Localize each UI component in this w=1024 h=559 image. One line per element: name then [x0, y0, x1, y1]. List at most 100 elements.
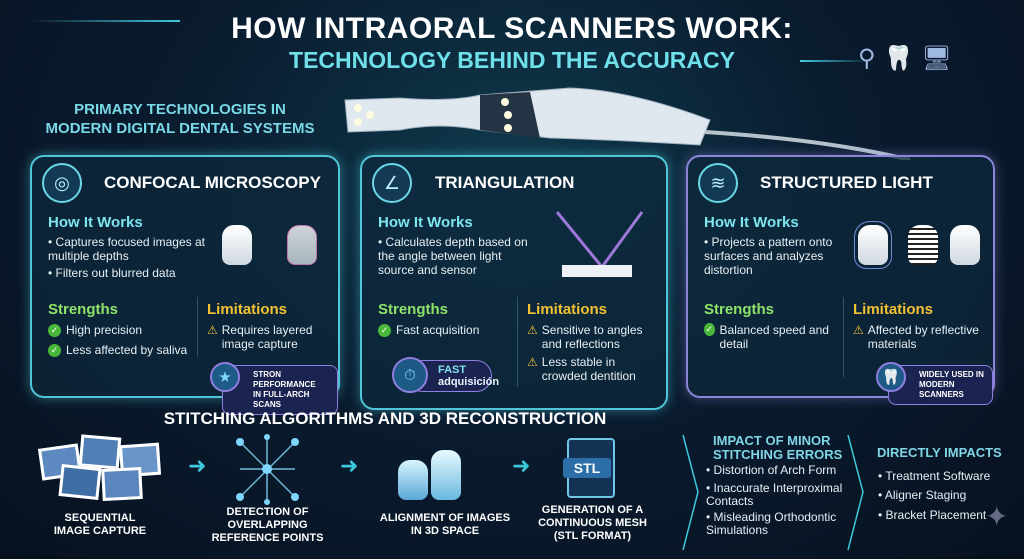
direct-impact-item: Treatment Software — [878, 470, 990, 483]
badge-text: MODERN SCANNERS — [919, 380, 964, 399]
strength-item: ✓ Balanced speed and detail — [704, 323, 834, 351]
how-it-works-heading: How It Works — [704, 214, 799, 231]
check-icon: ✓ — [48, 324, 61, 338]
angle-icon: ∠ — [372, 163, 412, 203]
striped-tooth-illustration — [908, 225, 938, 265]
card-triangulation: ∠ TRIANGULATION How It Works Calculates … — [360, 155, 668, 410]
card-structured-light: ≋ STRUCTURED LIGHT How It Works Projects… — [686, 155, 995, 405]
impact-title: STITCHING ERRORS — [713, 447, 843, 462]
limitation-text: Less stable in crowded dentition — [541, 355, 636, 383]
camera-focus-icon: ◎ — [42, 163, 82, 203]
photo-stack-icon — [37, 434, 165, 502]
how-item: Filters out blurred data — [48, 266, 208, 280]
divider — [517, 297, 518, 387]
arrow-icon: ➜ — [340, 453, 359, 478]
strength-item: ✓Fast acquisition — [378, 323, 479, 338]
badge-text: IN FULL-ARCH SCANS — [253, 390, 310, 409]
impact-item: Misleading Orthodontic Simulations — [706, 511, 856, 537]
dentist-monitor-icon: 🖥 — [921, 45, 952, 72]
caption-line: DETECTION OF — [226, 506, 309, 518]
network-points-icon — [236, 434, 299, 505]
tooth-icon: 🦷 — [876, 362, 906, 392]
strength-text: Balanced speed and detail — [719, 323, 829, 351]
strength-text: Less affected by saliva — [66, 343, 188, 357]
strengths-heading: Strengths — [378, 301, 449, 318]
limitations-heading: Limitations — [853, 301, 934, 318]
how-item: Projects a pattern onto surfaces and ana… — [704, 235, 854, 277]
header-icons: ⚲ 🦷 🖥 — [858, 44, 988, 80]
strengths-heading: Strengths — [48, 301, 119, 318]
sparkle-icon: ✦ — [985, 501, 1009, 532]
impact-item: Distortion of Arch Form — [706, 464, 856, 477]
limitation-text: Requires layered image capture — [221, 323, 313, 351]
direct-impact-item: Bracket Placement — [878, 509, 987, 522]
impact-title: IMPACT OF MINOR — [713, 433, 831, 448]
layered-tooth-illustration — [287, 225, 317, 265]
page-subtitle: TECHNOLOGY BEHIND THE ACCURACY — [289, 47, 735, 73]
direct-impact-item: Aligner Staging — [878, 489, 966, 502]
card-confocal-microscopy: ◎ CONFOCAL MICROSCOPY How It Works Captu… — [30, 155, 340, 415]
star-icon: ★ — [210, 362, 240, 392]
stopwatch-icon: ⏱ — [392, 357, 428, 393]
limitations-heading: Limitations — [527, 301, 608, 318]
stl-file-icon: STL — [563, 438, 615, 498]
divider — [843, 297, 844, 377]
strength-text: High precision — [66, 323, 143, 337]
grid-tooth-illustration — [854, 221, 892, 269]
caption-line: REFERENCE POINTS — [211, 532, 324, 544]
strength-item: ✓ High precision — [48, 323, 143, 338]
how-item: Calculates depth based on the angle betw… — [378, 235, 538, 277]
how-item: Captures focused images at multiple dept… — [48, 235, 208, 263]
intro-line: PRIMARY TECHNOLOGIES IN — [74, 101, 286, 118]
magnifier-icon: ⚲ — [858, 45, 876, 72]
limitation-item: ⚠Less stable in crowded dentition — [527, 355, 662, 383]
tooth-illustration — [950, 225, 980, 265]
caption-line: OVERLAPPING — [227, 519, 308, 531]
warning-icon: ⚠ — [527, 323, 538, 337]
card-title: TRIANGULATION — [435, 173, 575, 192]
caption-line: IN 3D SPACE — [410, 525, 480, 537]
badge-text: WIDELY USED IN — [919, 370, 984, 379]
caption-line: (STL FORMAT) — [553, 530, 632, 542]
intro-heading: PRIMARY TECHNOLOGIES IN MODERN DIGITAL D… — [30, 100, 330, 138]
intro-line: MODERN DIGITAL DENTAL SYSTEMS — [45, 120, 315, 137]
caption-line: CONTINUOUS MESH — [538, 517, 647, 529]
check-icon: ✓ — [704, 323, 715, 336]
how-it-works-heading: How It Works — [48, 214, 143, 231]
card-title: STRUCTURED LIGHT — [760, 173, 933, 192]
check-icon: ✓ — [48, 344, 61, 358]
how-it-works-heading: How It Works — [378, 214, 473, 231]
limitation-item: ⚠Requires layered image capture — [207, 323, 332, 351]
caption-line: GENERATION OF A — [541, 504, 644, 516]
badge-text: FAST — [438, 364, 467, 376]
tooth-icon: 🦷 — [883, 45, 914, 72]
tooth-illustration — [222, 225, 252, 265]
arrow-icon: ➜ — [512, 453, 531, 478]
limitation-item: ⚠Sensitive to angles and reflections — [527, 323, 662, 351]
section-title-stitching: STITCHING ALGORITHMS AND 3D RECONSTRUCTI… — [163, 409, 607, 428]
badge-text: adquisición — [438, 376, 500, 388]
caption-line: SEQUENTIAL — [64, 512, 136, 524]
impact-item: Inaccurate Interproximal Contacts — [706, 482, 856, 508]
warning-icon: ⚠ — [527, 355, 538, 369]
pattern-icon: ≋ — [698, 163, 738, 203]
strength-item: ✓ Less affected by saliva — [48, 343, 188, 358]
decorative-line — [30, 20, 180, 22]
warning-icon: ⚠ — [207, 323, 218, 337]
arrow-icon: ➜ — [188, 453, 207, 478]
divider — [197, 297, 198, 357]
intraoral-scanner-illustration — [344, 87, 911, 160]
triangulation-illustration — [555, 211, 644, 277]
limitation-text: Sensitive to angles and reflections — [541, 323, 643, 351]
limitations-heading: Limitations — [207, 301, 288, 318]
check-icon: ✓ — [378, 324, 391, 338]
limitation-text: Affected by reflective materials — [867, 323, 979, 351]
caption-line: ALIGNMENT OF IMAGES — [379, 512, 511, 524]
warning-icon: ⚠ — [853, 323, 864, 337]
